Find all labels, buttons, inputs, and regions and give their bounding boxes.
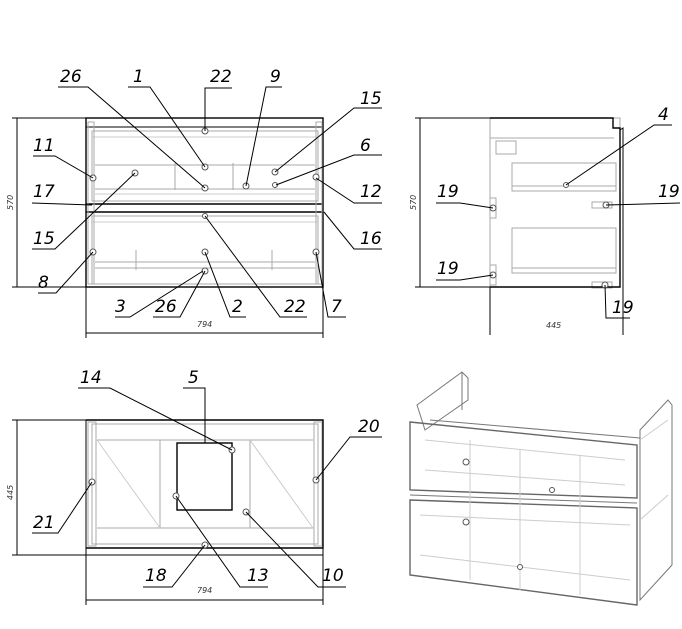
callout-label: 22 — [210, 67, 232, 87]
callout-label: 26 — [60, 67, 82, 87]
callout-label: 15 — [360, 89, 382, 109]
callout-label: 5 — [188, 368, 199, 388]
front-dimensions: 570 794 — [6, 117, 324, 338]
isometric-view — [409, 371, 673, 606]
side-inner-structure — [489, 117, 621, 289]
callout-label: 19 — [658, 182, 680, 202]
bottom-view: 445 794 14 5 20 21 18 13 10 — [6, 368, 382, 605]
bottom-callouts: 14 5 20 21 18 13 10 — [32, 368, 382, 588]
side-callouts: 4 19 19 19 19 — [436, 105, 681, 319]
isometric-inner-structure — [419, 419, 669, 595]
callout-label: 1 — [133, 67, 144, 87]
opening-cutout — [176, 442, 233, 511]
callout-label: 3 — [115, 297, 126, 317]
callout-label: 20 — [358, 417, 380, 437]
front-callouts: 26 1 22 9 15 6 11 12 17 16 15 8 3 26 2 2… — [31, 67, 382, 318]
side-view: 570 445 4 19 19 19 19 — [409, 105, 681, 335]
callout-label: 8 — [38, 273, 49, 293]
callout-label: 4 — [658, 105, 669, 125]
callout-label: 13 — [247, 566, 269, 586]
callout-label: 2 — [232, 297, 243, 317]
callout-label: 15 — [33, 229, 55, 249]
callout-label: 18 — [145, 566, 167, 586]
callout-label: 16 — [360, 229, 382, 249]
front-width-dimension: 794 — [197, 320, 212, 329]
callout-label: 22 — [284, 297, 306, 317]
callout-label: 12 — [360, 182, 382, 202]
callout-label: 19 — [437, 182, 459, 202]
front-height-dimension: 570 — [6, 195, 15, 210]
side-depth-dimension: 445 — [546, 321, 561, 330]
callout-label: 11 — [33, 136, 55, 156]
bottom-depth-dimension: 445 — [6, 485, 15, 500]
callout-label: 26 — [155, 297, 177, 317]
front-view: 570 794 26 1 22 9 15 6 11 12 17 16 15 8 … — [6, 67, 382, 338]
callout-label: 9 — [270, 67, 281, 87]
callout-label: 19 — [437, 259, 459, 279]
callout-label: 14 — [80, 368, 102, 388]
callout-label: 21 — [33, 513, 55, 533]
callout-label: 6 — [360, 136, 371, 156]
front-inner-structure — [87, 121, 323, 285]
callout-label: 10 — [322, 566, 344, 586]
callout-label: 19 — [612, 298, 634, 318]
bottom-dimensions: 445 794 — [6, 419, 324, 605]
side-dimensions: 570 445 — [409, 117, 624, 335]
callout-label: 17 — [33, 182, 55, 202]
side-height-dimension: 570 — [409, 195, 418, 210]
callout-label: 7 — [331, 297, 342, 317]
bottom-width-dimension: 794 — [197, 586, 212, 595]
